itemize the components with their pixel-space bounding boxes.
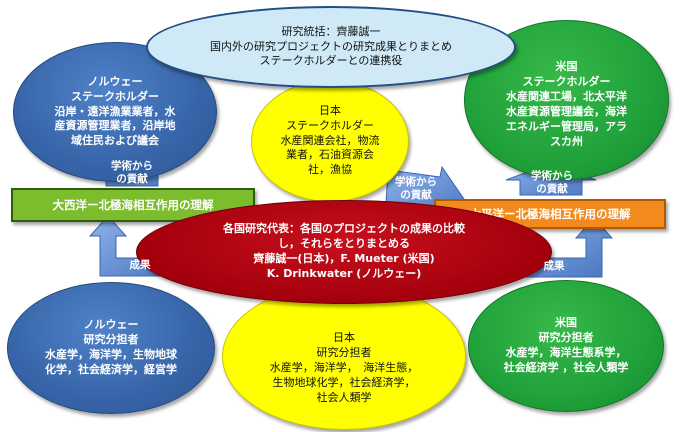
usa-stakeholder-title: ステークホルダー <box>522 75 611 89</box>
norway-stakeholder-line1: 沿岸・遠洋漁業業者，水 <box>54 104 176 118</box>
contribution-label-mid-line1: 学術から <box>395 176 437 188</box>
contribution-label-right-line1: 学術から <box>531 170 573 182</box>
norway-researcher-title: 研究分担者 <box>83 333 139 347</box>
coordination-role-1: 国内外の研究プロジェクトの研究成果とりまとめ <box>210 39 452 53</box>
representatives-ellipse: 各国研究代表：各国のプロジェクトの成果の比較 し，それらをとりまとめる 齊藤誠一… <box>136 200 552 304</box>
usa-stakeholder-line2: 水産資源管理議会，海洋 <box>506 105 627 118</box>
representatives-names-1: 齊藤誠一(日本)，F. Mueter (米国) <box>253 252 435 265</box>
usa-researcher-ellipse: 米国 研究分担者 水産学，海洋生態系学， 社会経済学 ，社会人類学 <box>468 280 664 412</box>
japan-researcher-title: 研究分担者 <box>316 346 372 360</box>
japan-researcher-line2: 生物地球化学，社会経済学， <box>272 375 416 389</box>
result-label-right: 成果 <box>543 260 565 272</box>
usa-researcher-country: 米国 <box>555 316 577 330</box>
japan-researcher-line3: 社会人類学 <box>316 390 372 404</box>
norway-stakeholder-title: ステークホルダー <box>71 89 159 103</box>
contribution-label-right: 学術から の貢献 <box>526 170 578 196</box>
japan-stakeholder-line3: 社，漁協 <box>308 163 352 177</box>
pacific-bar-label: 太平洋ー北極海相互作用の理解 <box>469 207 631 221</box>
usa-stakeholder-line3: エネルギー管理局，アラ <box>506 119 627 133</box>
usa-researcher-line2: 社会経済学 ，社会人類学 <box>503 360 629 374</box>
norway-stakeholder-line3: 域住民および議会 <box>71 134 159 148</box>
japan-stakeholder-ellipse: 日本 ステークホルダー 水産関連会社，物流 業者，石油資源会 社，漁協 <box>251 80 409 202</box>
norway-researcher-line2: 化学，社会経済学，経営学 <box>45 362 177 376</box>
contribution-label-right-line2: の貢献 <box>536 183 568 196</box>
usa-researcher-line1: 水産学，海洋生態系学， <box>505 346 627 359</box>
japan-researcher-country: 日本 <box>333 331 355 345</box>
representatives-role: 各国研究代表：各国のプロジェクトの成果の比較 <box>223 222 465 236</box>
japan-researcher-line1: 水産学，海洋学， 海洋生態， <box>269 361 419 375</box>
norway-researcher-country: ノルウェー <box>83 318 139 332</box>
contribution-label-left: 学術から の貢献 <box>107 160 157 186</box>
norway-stakeholder-line2: 産資源管理業者，沿岸地 <box>54 119 176 133</box>
contribution-label-mid: 学術から の貢献 <box>390 176 442 202</box>
usa-stakeholder-country: 米国 <box>555 60 578 74</box>
coordination-role-2: ステークホルダーとの連携役 <box>259 54 403 68</box>
result-label-left: 成果 <box>129 259 151 271</box>
contribution-label-mid-line2: の貢献 <box>400 189 432 202</box>
atlantic-bar-label: 大西洋ー北極海相互作用の理解 <box>52 198 214 212</box>
contribution-label-left-line2: の貢献 <box>116 173 148 186</box>
coordination-leader: 研究統括：齊藤誠一 <box>281 24 381 38</box>
japan-stakeholder-title: ステークホルダー <box>286 118 374 132</box>
norway-researcher-line1: 水産学，海洋学，生物地球 <box>45 348 177 361</box>
usa-stakeholder-line4: スカ州 <box>550 134 583 148</box>
usa-researcher-title: 研究分担者 <box>538 331 594 345</box>
japan-stakeholder-line1: 水産関連会社，物流 <box>280 133 380 147</box>
japan-researcher-ellipse: 日本 研究分担者 水産学，海洋学， 海洋生態， 生物地球化学，社会経済学， 社会… <box>222 283 466 430</box>
contribution-label-left-line1: 学術から <box>111 160 153 172</box>
representatives-names-2: K. Drinkwater (ノルウェー) <box>266 266 422 280</box>
coordination-ellipse: 研究統括：齊藤誠一 国内外の研究プロジェクトの研究成果とりまとめ ステークホルダ… <box>146 6 516 88</box>
japan-stakeholder-country: 日本 <box>319 103 341 117</box>
japan-stakeholder-line2: 業者，石油資源会 <box>286 148 374 162</box>
usa-stakeholder-line1: 水産関連工場，北太平洋 <box>506 90 627 104</box>
norway-researcher-ellipse: ノルウェー 研究分担者 水産学，海洋学，生物地球 化学，社会経済学，経営学 <box>7 282 215 414</box>
norway-stakeholder-country: ノルウェー <box>87 74 143 88</box>
representatives-role-2: し，それらをとりまとめる <box>278 237 410 251</box>
